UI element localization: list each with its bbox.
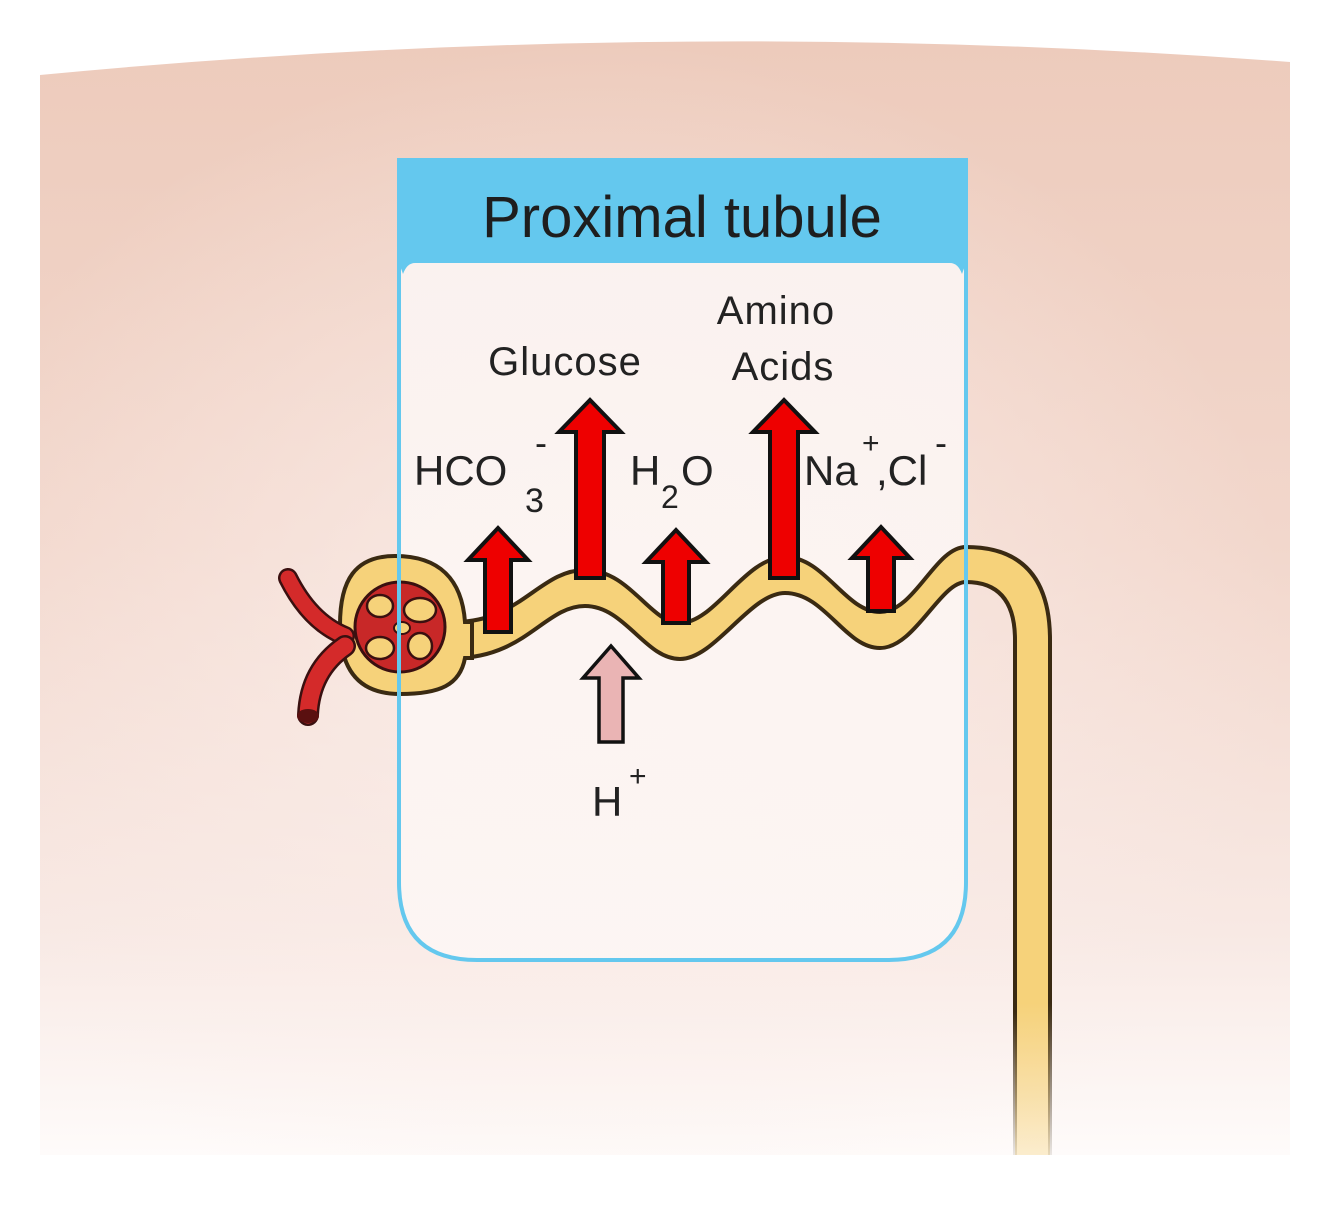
- arrow-h-secretion: [579, 643, 643, 744]
- label-glucose: Glucose: [488, 340, 642, 384]
- label-na-superscript: +: [862, 427, 880, 460]
- label-cl-superscript: -: [935, 422, 947, 463]
- panel-border: [397, 158, 968, 962]
- label-h2o-h: H: [630, 447, 660, 494]
- arrow-h2o: [641, 527, 711, 625]
- label-h2o-subscript: 2: [661, 479, 679, 515]
- label-hco3-subscript: 3: [525, 482, 544, 520]
- panel-header: [397, 158, 968, 274]
- label-h2o-o: O: [681, 447, 714, 494]
- label-cl: ,Cl: [876, 447, 927, 494]
- arrow-hco3: [463, 525, 533, 634]
- panel-title: Proximal tubule: [482, 185, 882, 250]
- arrow-na-cl: [847, 524, 915, 613]
- label-h-superscript: +: [629, 760, 647, 793]
- label-acids: Acids: [732, 345, 835, 389]
- label-hco3: HCO: [414, 447, 507, 494]
- label-hco3-superscript: -: [535, 422, 547, 463]
- label-h: H: [592, 778, 622, 825]
- arrow-glucose: [554, 397, 626, 580]
- arrow-amino-acids: [748, 397, 820, 580]
- label-na: Na: [804, 447, 858, 494]
- label-amino: Amino: [717, 289, 835, 333]
- descending-limb: [965, 545, 1052, 1155]
